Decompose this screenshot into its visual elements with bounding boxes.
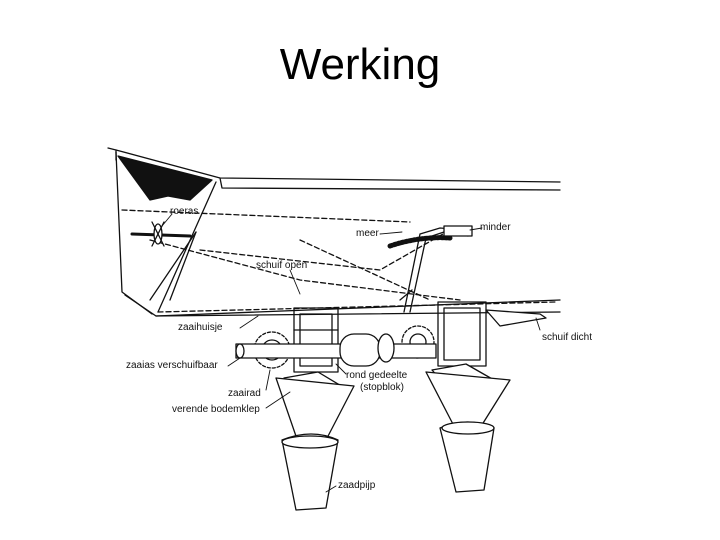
- label-verende-bodemklep: verende bodemklep: [172, 404, 260, 415]
- label-schuif-dicht: schuif dicht: [542, 332, 592, 343]
- label-roeras: roeras: [170, 206, 198, 217]
- label-rond-gedeelte: rond gedeelte: [346, 370, 408, 381]
- label-stopblok: (stopblok): [360, 382, 404, 393]
- label-zaaias: zaaias verschuifbaar: [126, 360, 218, 371]
- hopper-shadow: [117, 155, 213, 201]
- schuif-dicht-plate: [485, 309, 547, 327]
- zaaihuisje-left: [293, 307, 339, 373]
- label-zaadpijp: zaadpijp: [338, 480, 376, 491]
- zaaias-axle: [235, 333, 437, 367]
- label-zaaihuisje: zaaihuisje: [178, 322, 223, 333]
- label-minder: minder: [480, 222, 511, 233]
- funnel-right: [425, 371, 511, 493]
- funnel-left: [275, 377, 355, 511]
- seed-hopper: [107, 147, 561, 317]
- page-title: Werking: [279, 40, 441, 89]
- zaaihuisje-right: [437, 301, 487, 367]
- label-schuif-open: schuif open: [256, 260, 307, 271]
- label-meer: meer: [356, 228, 379, 239]
- label-zaairad: zaairad: [228, 388, 261, 399]
- adjustment-lever: [387, 225, 473, 313]
